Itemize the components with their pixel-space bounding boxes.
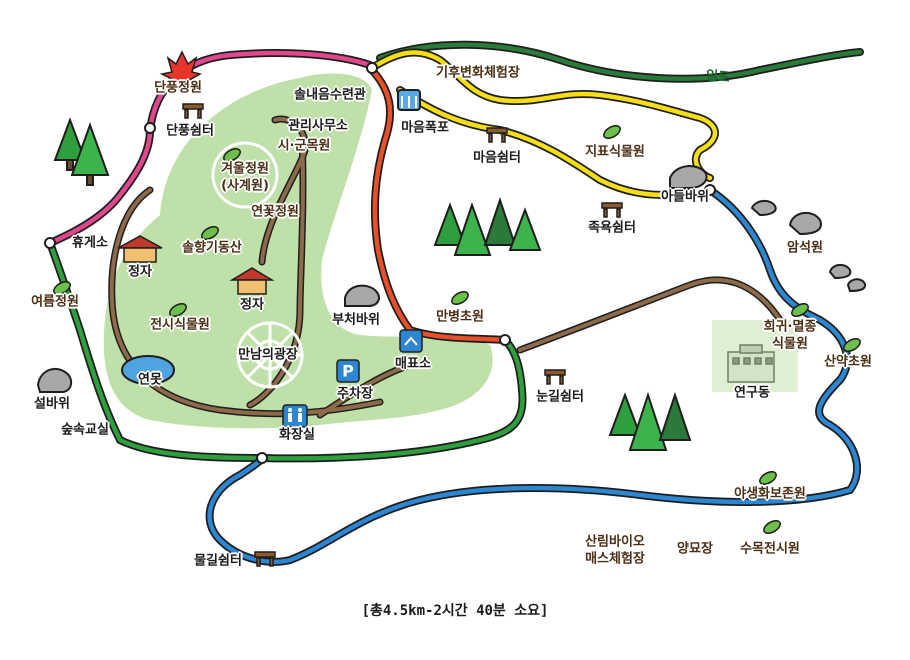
label-lotus-pond: 연못 xyxy=(138,372,162,388)
label-toilet: 화장실 xyxy=(279,427,315,443)
label-rest-area: 휴게소 xyxy=(72,235,108,251)
label-winter-garden-1: 겨울정원 xyxy=(221,161,269,177)
toilet-icon xyxy=(282,404,308,428)
label-sanyak-garden: 산약초원 xyxy=(824,354,872,370)
label-maeum-shelter: 마음쉼터 xyxy=(473,150,521,166)
label-danpung-garden: 단풍정원 xyxy=(154,80,202,96)
label-lotus-flower-garden: 연꽃정원 xyxy=(251,204,299,220)
research-area xyxy=(712,320,798,392)
pond-icon xyxy=(121,355,175,385)
parking-icon xyxy=(336,359,360,383)
winter-garden-circle xyxy=(211,141,279,209)
ticket-office-icon xyxy=(399,329,423,353)
label-rare-plants-1: 희귀·멸종 xyxy=(763,319,817,335)
parking-glyph: P xyxy=(342,361,354,381)
label-forest-biomass-1: 산림바이오 xyxy=(585,534,645,550)
label-office: 관리사무소 xyxy=(288,118,348,134)
label-nursery: 양묘장 xyxy=(677,541,713,557)
label-meeting-plaza: 만남의광장 xyxy=(238,347,298,363)
junction-dots xyxy=(44,62,716,464)
label-maeum-waterfall: 마음폭포 xyxy=(401,120,449,136)
yellow-trail xyxy=(368,48,719,199)
label-rock-garden: 암석원 xyxy=(787,240,823,256)
label-research-building: 연구동 xyxy=(734,385,770,401)
rock-icon xyxy=(36,165,867,393)
label-ticket-office: 매표소 xyxy=(395,356,431,372)
label-danpung-shelter: 단풍쉼터 xyxy=(166,123,214,139)
label-exhibition-garden: 전시식물원 xyxy=(150,317,210,333)
label-solnae-arboretum: 솔내음수련관 xyxy=(294,87,366,103)
label-wildlife-garden: 야생화보존원 xyxy=(734,486,806,502)
label-forest-road: 임도 xyxy=(705,68,731,86)
label-mulgil-shelter: 물길쉼터 xyxy=(194,553,242,569)
label-pavilion-1: 정자 xyxy=(128,264,152,280)
pavilion-icon xyxy=(117,235,275,295)
label-parking: 주차장 xyxy=(337,386,373,402)
label-tree-exhibit: 수목전시원 xyxy=(740,541,800,557)
leaf-icon xyxy=(53,125,861,534)
label-indicator-garden: 지표식물원 xyxy=(585,144,645,160)
label-winter-garden-2: (사계원) xyxy=(221,178,269,194)
label-nungil-shelter: 눈길쉼터 xyxy=(536,389,584,405)
bench-icon xyxy=(182,103,623,567)
route-summary: [총4.5km-2시간 40분 소요] xyxy=(361,603,549,619)
label-forest-class: 숲속교실 xyxy=(61,422,109,438)
waterfall-icon xyxy=(397,89,421,111)
label-summer-garden: 여름정원 xyxy=(31,294,79,310)
label-seol-rock: 설바위 xyxy=(34,396,70,412)
label-climate-center: 기후변화체험장 xyxy=(436,65,520,81)
maple-leaf-icon xyxy=(159,50,202,83)
label-city-tree-garden: 시·군목원 xyxy=(277,138,331,154)
label-forest-biomass-2: 매스체험장 xyxy=(585,551,645,567)
label-jokyok-shelter: 족욕쉼터 xyxy=(588,220,636,236)
tree-icon xyxy=(53,117,692,451)
label-pavilion-2: 정자 xyxy=(240,297,264,313)
label-adeul-rock: 아들바위 xyxy=(661,189,709,205)
plaza-icon xyxy=(236,321,304,389)
label-bucheo-rock: 부처바위 xyxy=(332,312,380,328)
label-pine-hill: 솔향기동산 xyxy=(182,240,242,256)
label-manbyeong-garden: 만병초원 xyxy=(436,309,484,325)
label-rare-plants-2: 식물원 xyxy=(772,336,808,352)
